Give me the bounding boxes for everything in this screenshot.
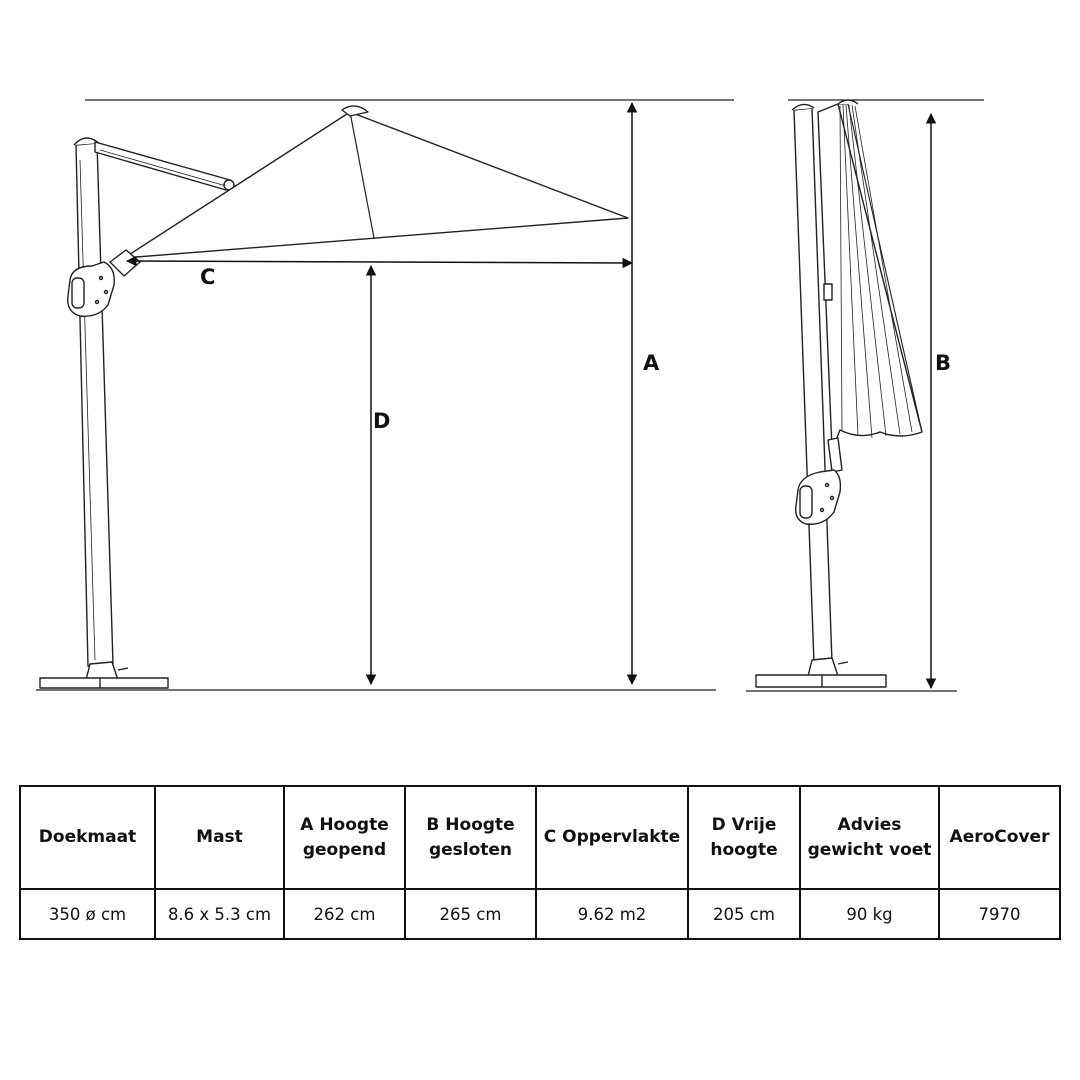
canopy xyxy=(123,105,629,259)
specifications-table: Doekmaat Mast A Hoogte geopend B Hoogte … xyxy=(19,785,1061,940)
value-cell-a-height-open: 262 cm xyxy=(283,888,406,940)
header-cell-aerocover: AeroCover xyxy=(938,785,1061,890)
header-cell-c-area: C Oppervlakte xyxy=(535,785,689,890)
dimension-b-label: B xyxy=(935,351,951,375)
header-cell-mast: Mast xyxy=(154,785,285,890)
umbrella-dimension-diagram: A C D xyxy=(36,99,984,692)
value-cell-c-area: 9.62 m2 xyxy=(535,888,689,940)
dimension-c-arrow xyxy=(125,255,634,269)
dimension-c-label: C xyxy=(200,265,215,289)
closed-umbrella-view xyxy=(746,99,984,692)
table-row: 350 ø cm 8.6 x 5.3 cm 262 cm 265 cm 9.62… xyxy=(19,888,1061,940)
dimension-d-label: D xyxy=(373,409,390,433)
header-cell-d-clearance: D Vrije hoogte xyxy=(687,785,801,890)
table-header-row: Doekmaat Mast A Hoogte geopend B Hoogte … xyxy=(19,785,1061,890)
open-umbrella-view xyxy=(36,99,734,691)
base-closed xyxy=(755,657,887,688)
base xyxy=(39,661,169,689)
value-cell-aerocover: 7970 xyxy=(938,888,1061,940)
mast xyxy=(73,137,114,667)
value-cell-b-height-closed: 265 cm xyxy=(404,888,537,940)
value-cell-d-clearance: 205 cm xyxy=(687,888,801,940)
crank-housing-closed xyxy=(795,469,842,525)
arm xyxy=(94,141,235,191)
dimension-arrows-open xyxy=(125,101,638,686)
value-cell-base-weight: 90 kg xyxy=(799,888,940,940)
value-cell-doekmaat: 350 ø cm xyxy=(19,888,156,940)
value-cell-mast: 8.6 x 5.3 cm xyxy=(154,888,285,940)
folded-canopy xyxy=(817,99,923,473)
dimension-a-label: A xyxy=(643,351,660,375)
header-cell-a-height-open: A Hoogte geopend xyxy=(283,785,406,890)
header-cell-base-weight: Advies gewicht voet xyxy=(799,785,940,890)
header-cell-b-height-closed: B Hoogte gesloten xyxy=(404,785,537,890)
header-cell-doekmaat: Doekmaat xyxy=(19,785,156,890)
